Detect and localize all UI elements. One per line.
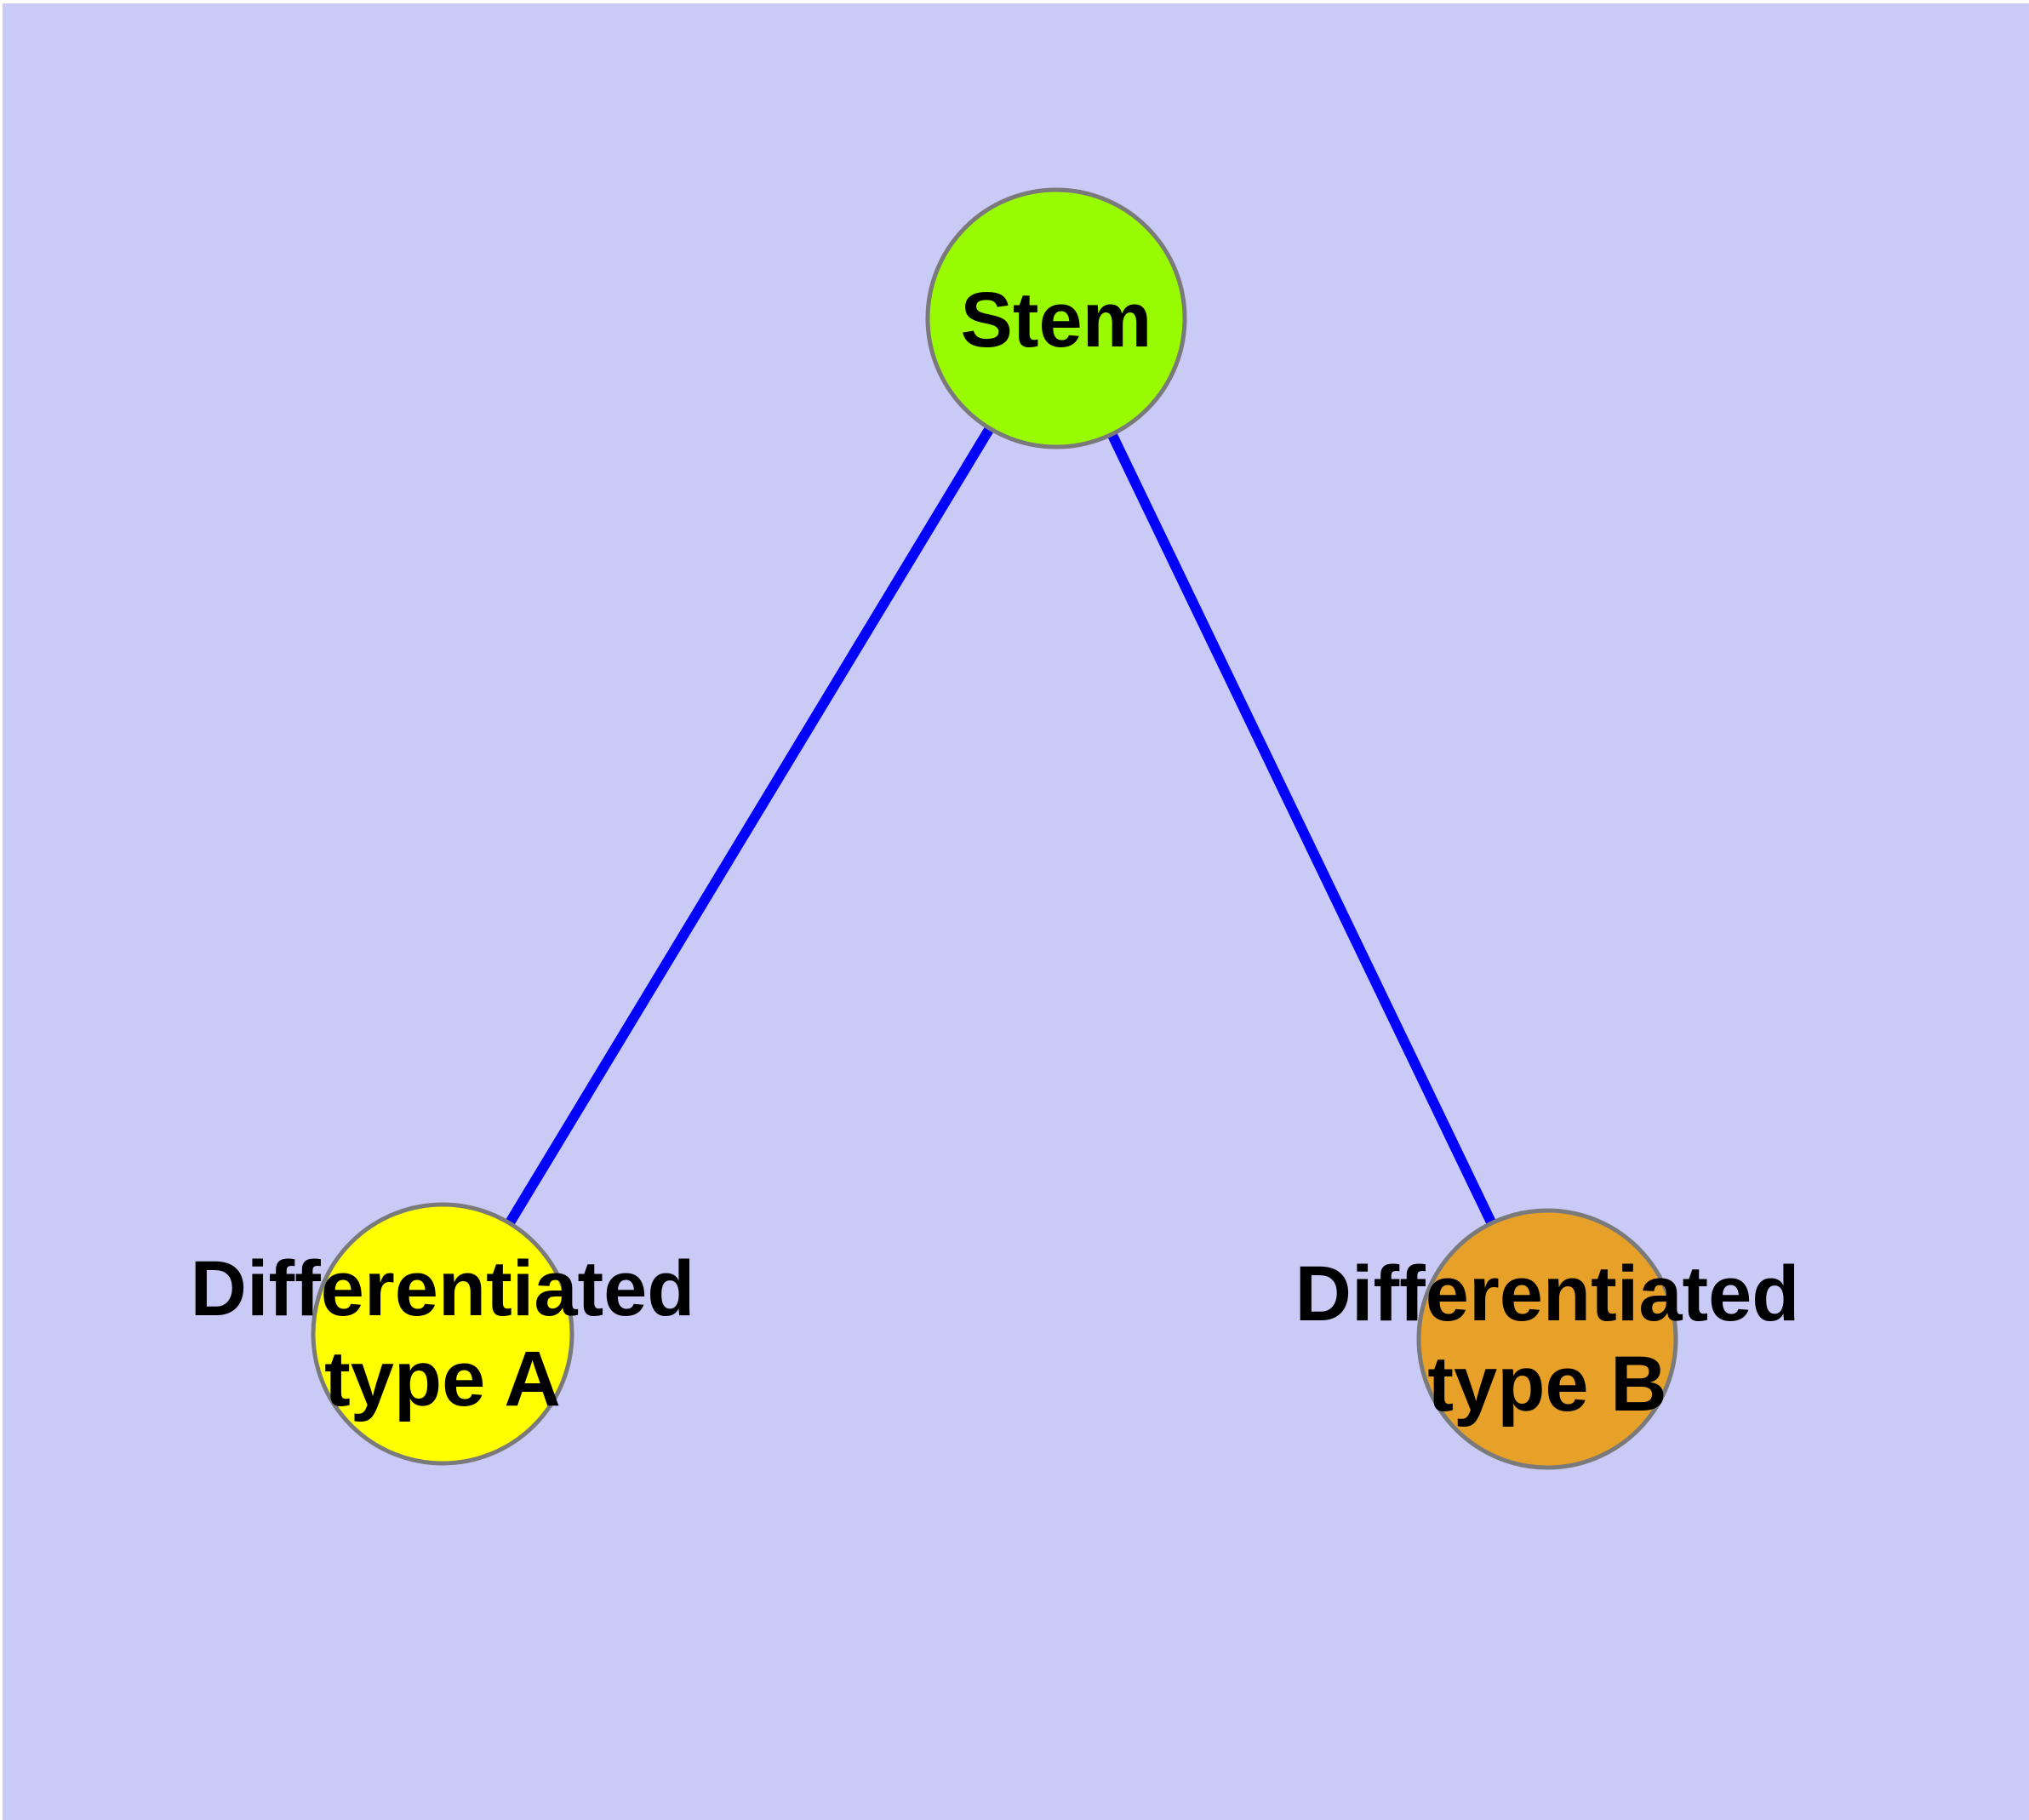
edge-stem-to-type-b — [1051, 316, 1552, 1342]
node-type-b-label-line2: type B — [1427, 1341, 1666, 1428]
node-stem-label: Stem — [961, 277, 1152, 363]
node-type-a-label-line1: Differentiated — [191, 1245, 695, 1332]
node-stem-circle — [925, 187, 1187, 449]
node-type-a-circle — [311, 1202, 574, 1466]
node-type-a-label-line2: type A — [324, 1336, 561, 1422]
edge-stem-to-type-a — [437, 315, 1061, 1337]
node-type-b-circle — [1416, 1208, 1678, 1470]
node-type-b-label-line1: Differentiated — [1295, 1251, 1800, 1337]
